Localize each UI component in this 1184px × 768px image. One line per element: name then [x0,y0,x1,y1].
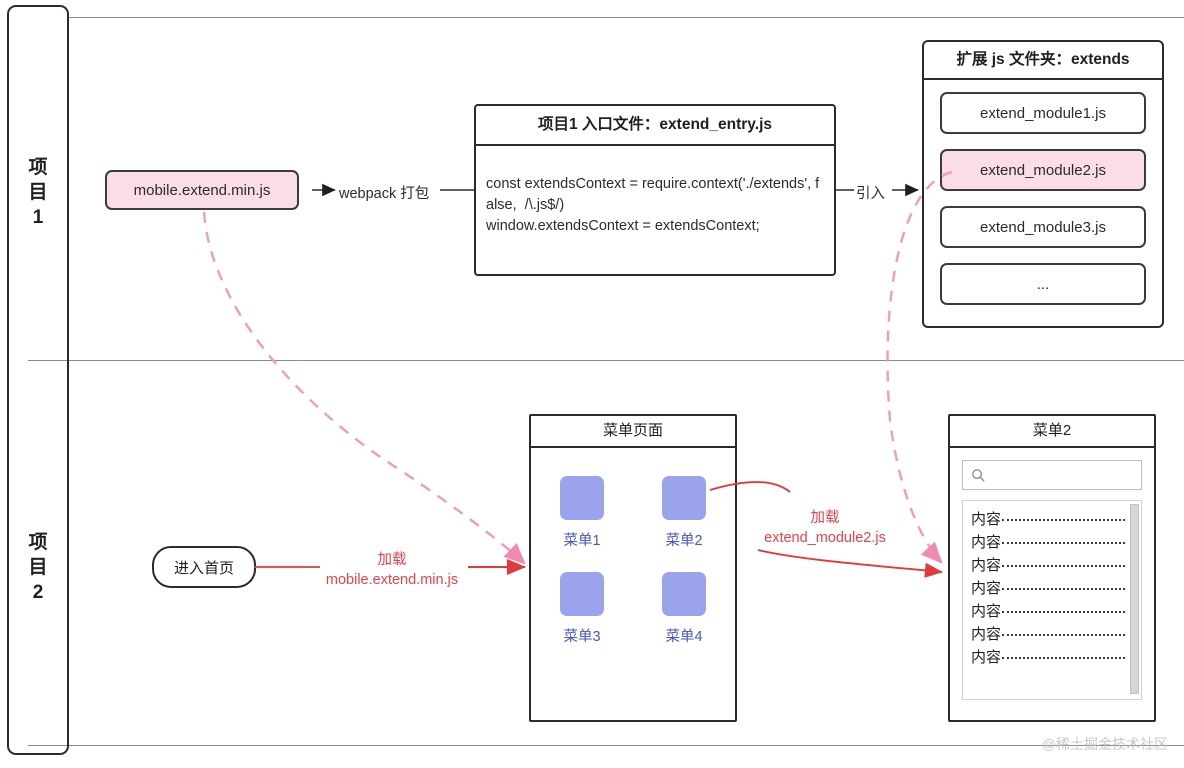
edge-label-line: 加载 [810,510,840,526]
menu-cell-label: 菜单1 [563,533,601,549]
connector-label-to-menu2-panel [757,549,943,578]
list-item-label: 内容 [971,534,1002,551]
enter-home-label: 进入首页 [173,559,234,577]
entry-file-card: 项目1 入口文件：extend_entry.js const extendsCo… [474,104,836,276]
list-item[interactable]: 内容 [971,577,1125,600]
frame-bottom-line [28,745,1184,746]
bundle-output-label: mobile.extend.min.js [133,181,271,199]
dotted-leader [1002,588,1125,590]
edge-label-load-bundle: 加载 mobile.extend.min.js [292,550,492,590]
module-item-ellipsis[interactable]: ... [940,263,1146,305]
dotted-leader [1002,565,1125,567]
module-item[interactable]: extend_module1.js [940,92,1146,134]
dotted-leader [1002,542,1125,544]
list-item-label: 内容 [971,626,1002,643]
section-label-char: 项 [28,157,48,178]
vertical-scrollbar[interactable] [1130,504,1139,694]
edge-label-line: 加载 [377,552,407,568]
list-item[interactable]: 内容 [971,508,1125,531]
menu-cell[interactable]: 菜单4 [662,572,706,646]
list-item[interactable]: 内容 [971,531,1125,554]
menu-cell[interactable]: 菜单1 [560,476,604,550]
menu2-detail-card: 菜单2 内容 内容 内容 内容 内容 内容 内容 [948,414,1156,722]
section-label-char: 目 [28,557,48,578]
search-input[interactable] [962,460,1142,490]
list-item-label: 内容 [971,649,1002,666]
section-label-project-2: 项 目 2 [7,530,69,605]
menu-cell-label: 菜单3 [563,629,601,645]
menu-grid: 菜单1 菜单2 菜单3 菜单4 [531,448,735,646]
module-item-highlighted[interactable]: extend_module2.js [940,149,1146,191]
menu-cell-label: 菜单4 [665,629,703,645]
menu-page-card: 菜单页面 菜单1 菜单2 菜单3 菜单4 [529,414,737,722]
module-item-label: ... [1036,275,1050,293]
entry-file-code: const extendsContext = require.context('… [486,176,820,234]
edge-label-import: 引入 [856,186,885,202]
section-label-char: 目 [28,182,48,203]
frame-middle-divider [28,360,1184,361]
menu-cell[interactable]: 菜单3 [560,572,604,646]
search-icon [972,468,985,482]
content-list: 内容 内容 内容 内容 内容 内容 内容 [962,500,1142,700]
frame-top-line [69,17,1184,18]
enter-home-node[interactable]: 进入首页 [152,546,256,588]
list-item-label: 内容 [971,580,1002,597]
section-label-char: 1 [32,207,44,228]
menu-tile-icon [560,476,604,520]
list-item[interactable]: 内容 [971,600,1125,623]
section-column [7,5,69,755]
menu-page-title: 菜单页面 [531,416,735,448]
list-item[interactable]: 内容 [971,646,1125,669]
list-item-label: 内容 [971,603,1002,620]
list-item-label: 内容 [971,557,1002,574]
edge-label-webpack: webpack 打包 [339,186,430,202]
watermark: @稀土掘金技术社区 [1041,736,1168,752]
dotted-leader [1002,519,1125,521]
extends-folder-card: 扩展 js 文件夹：extends extend_module1.js exte… [922,40,1164,328]
list-item-label: 内容 [971,511,1002,528]
edge-label-line: mobile.extend.min.js [325,572,459,588]
menu-tile-icon [662,572,706,616]
module-item[interactable]: extend_module3.js [940,206,1146,248]
section-label-project-1: 项 目 1 [7,155,69,230]
edge-label-load-module: 加载 extend_module2.js [740,508,910,548]
extends-folder-title: 扩展 js 文件夹：extends [924,42,1162,80]
menu-cell-label: 菜单2 [665,533,703,549]
module-item-label: extend_module3.js [980,218,1106,236]
dotted-leader [1002,657,1125,659]
extends-module-list: extend_module1.js extend_module2.js exte… [924,80,1162,305]
module-item-label: extend_module2.js [980,161,1106,179]
menu2-title: 菜单2 [950,416,1154,448]
edge-label-line: extend_module2.js [764,530,886,546]
entry-file-title: 项目1 入口文件：extend_entry.js [476,106,834,146]
list-item[interactable]: 内容 [971,554,1125,577]
dotted-leader [1002,634,1125,636]
list-item[interactable]: 内容 [971,623,1125,646]
section-label-char: 项 [28,532,48,553]
bundle-output-node[interactable]: mobile.extend.min.js [105,170,299,210]
section-label-char: 2 [32,582,44,603]
menu-tile-icon [662,476,706,520]
dotted-leader [1002,611,1125,613]
module-item-label: extend_module1.js [980,104,1106,122]
menu-tile-icon [560,572,604,616]
menu-cell[interactable]: 菜单2 [662,476,706,550]
